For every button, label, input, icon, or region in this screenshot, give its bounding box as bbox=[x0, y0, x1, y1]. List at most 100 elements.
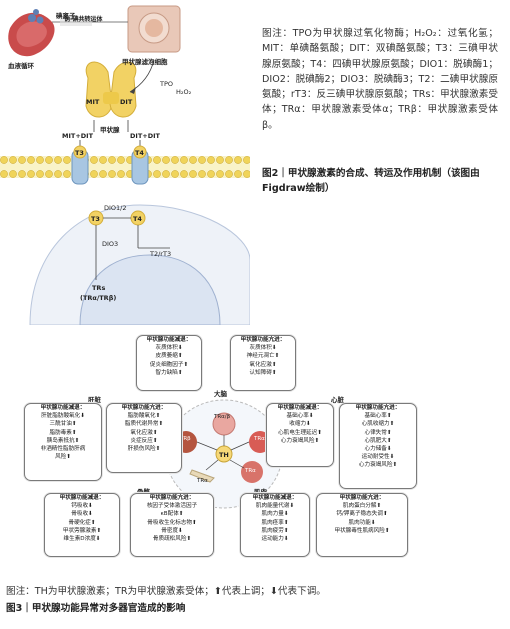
box-line: 脂肪毒素⬆ bbox=[49, 429, 77, 436]
membrane-bead bbox=[0, 156, 8, 164]
thyroid-synthesis-diagram bbox=[0, 5, 251, 326]
figure-2-caption: 图2｜甲状腺激素的合成、转运及作用机制（该图由Figdraw绘制） bbox=[262, 168, 480, 194]
membrane-bead bbox=[225, 156, 233, 164]
organ-label-bone: 骨骼 bbox=[137, 488, 150, 496]
membrane-bead bbox=[198, 156, 206, 164]
box-line: 骨吸收生化标志物⬆ bbox=[147, 519, 197, 526]
membrane-bead bbox=[171, 156, 179, 164]
figure-3-caption: 图3｜甲状腺功能异常对多器官造成的影响 bbox=[6, 603, 186, 614]
box-line: 风险⬆ bbox=[55, 454, 71, 461]
box-line: 心力衰竭风险⬆ bbox=[358, 462, 398, 469]
membrane-bead bbox=[225, 170, 233, 178]
t3-top-label: T3 bbox=[75, 149, 84, 157]
membrane-bead bbox=[180, 170, 188, 178]
box-line: 肌肉痉挛⬆ bbox=[261, 519, 289, 526]
membrane-bead bbox=[189, 170, 197, 178]
blood-label: 血液循环 bbox=[8, 62, 34, 70]
box-bone-hypo: 甲状腺功能减退：钙吸收⬇骨吸收⬇骨硬化症⬆甲状旁腺激素⬆维生素D浓度⬇ bbox=[44, 493, 120, 557]
membrane-bead bbox=[198, 170, 206, 178]
box-heading: 甲状腺功能亢进： bbox=[121, 405, 167, 411]
box-line: 核因子受体激活因子 bbox=[146, 503, 198, 510]
membrane-bead bbox=[45, 170, 53, 178]
box-line: 肌肉疲劳⬆ bbox=[261, 527, 289, 534]
box-line: 肌肉能量代谢⬇ bbox=[255, 503, 295, 510]
membrane-bead bbox=[216, 156, 224, 164]
membrane-bead bbox=[171, 170, 179, 178]
box-line: 皮质萎缩⬆ bbox=[155, 353, 183, 360]
membrane-bead bbox=[207, 170, 215, 178]
figure-3-note: 图注：TH为甲状腺激素；TR为甲状腺激素受体；⬆代表上调；⬇代表下调。 bbox=[6, 586, 326, 597]
tra-right-label: TRα bbox=[254, 436, 265, 442]
th-label: TH bbox=[219, 451, 229, 459]
box-heading: 甲状腺功能亢进： bbox=[355, 405, 401, 411]
box-heart-hyper: 甲状腺功能亢进：基础心率⬆心肌收缩力⬆心律失常⬆心肌肥大⬆心力储备⬇运动耐受性⬇… bbox=[339, 403, 417, 489]
tpo-label: TPO bbox=[160, 80, 174, 88]
box-line: 心律失常⬆ bbox=[364, 429, 392, 436]
box-line: 智力缺陷⬆ bbox=[155, 369, 183, 376]
membrane-bead bbox=[9, 156, 17, 164]
box-line: 脂质代谢异常⬆ bbox=[124, 421, 164, 428]
dio3-label: DIO3 bbox=[102, 240, 119, 248]
box-line: 心力衰竭风险⬆ bbox=[280, 437, 320, 444]
box-line: 非酒精性脂肪肝病 bbox=[40, 446, 86, 453]
membrane-bead bbox=[234, 170, 242, 178]
membrane-bead bbox=[153, 156, 161, 164]
organ-label-muscle: 肌肉 bbox=[254, 488, 267, 496]
organ-label-brain: 大脑 bbox=[214, 390, 227, 398]
box-liver-hypo: 甲状腺功能减退：肝脏脂肪酸氧化⬇三酰甘油⬆脂肪毒素⬆胰岛素抵抗⬆非酒精性脂肪肝病… bbox=[24, 403, 102, 481]
figure-3-illustration: 大脑 肝脏 心脏 骨骼 肌肉 TH TRα/β TRβ TRα TRα TRα … bbox=[14, 330, 496, 562]
membrane-bead bbox=[63, 156, 71, 164]
thyroid-label: 甲状腺 bbox=[100, 126, 120, 134]
box-line: 心肌收缩力⬆ bbox=[361, 421, 395, 428]
box-heading: 甲状腺功能减退： bbox=[277, 405, 323, 411]
membrane-bead bbox=[90, 156, 98, 164]
membrane-bead bbox=[54, 170, 62, 178]
membrane-bead bbox=[243, 156, 251, 164]
membrane-bead bbox=[153, 170, 161, 178]
t4-in-label: T4 bbox=[133, 215, 142, 223]
h2o2-label: H₂O₂ bbox=[176, 88, 192, 96]
box-line: 促炎细胞因子⬆ bbox=[149, 361, 189, 368]
box-heading: 甲状腺功能减退： bbox=[59, 495, 105, 501]
box-line: 钙/钾离子稳态失调⬆ bbox=[336, 511, 388, 518]
membrane-bead bbox=[45, 156, 53, 164]
box-line: 骨硬化症⬆ bbox=[68, 519, 96, 526]
trs-label: TRs bbox=[92, 284, 106, 292]
membrane-bead bbox=[234, 156, 242, 164]
box-line: 肌肉力量⬇ bbox=[261, 511, 289, 518]
box-line: 氧化应激⬆ bbox=[249, 361, 277, 368]
organ-label-liver: 肝脏 bbox=[88, 396, 101, 404]
trs-sub-label: (TRα/TRβ) bbox=[80, 294, 117, 302]
membrane-bead bbox=[63, 170, 71, 178]
box-muscle-hypo: 甲状腺功能减退：肌肉能量代谢⬇肌肉力量⬇肌肉痉挛⬆肌肉疲劳⬆运动能力⬇ bbox=[240, 493, 310, 557]
box-line: 心肌电生理延迟⬆ bbox=[278, 429, 322, 436]
membrane-bead bbox=[18, 170, 26, 178]
dit-label: DIT bbox=[120, 98, 133, 106]
tra-b-label: TRα/β bbox=[214, 414, 231, 420]
membrane-bead bbox=[243, 170, 251, 178]
box-line: 钙吸收⬇ bbox=[71, 503, 93, 510]
iodide-label: 碘离子 bbox=[56, 12, 76, 20]
mit-dit-left-label: MIT+DIT bbox=[62, 132, 94, 140]
box-heading: 甲状腺功能减退： bbox=[146, 337, 192, 343]
follicle-label: 甲状腺滤泡细胞 bbox=[122, 58, 168, 66]
transporter-label: 钠-碘共转运体 bbox=[64, 16, 103, 23]
box-line: 基础心率⬇ bbox=[286, 413, 314, 420]
membrane-bead bbox=[108, 156, 116, 164]
box-heading: 甲状腺功能亢进： bbox=[240, 337, 286, 343]
box-line: 炎症反应⬆ bbox=[130, 437, 158, 444]
box-line: 胰岛素抵抗⬆ bbox=[46, 437, 80, 444]
figure-2-note: 图注：TPO为甲状腺过氧化物酶；H₂O₂：过氧化氢；MIT：单碘酪氨酸；DIT：… bbox=[262, 28, 498, 131]
box-heart-hypo: 甲状腺功能减退：基础心率⬇收缩力⬇心肌电生理延迟⬆心力衰竭风险⬆ bbox=[266, 403, 334, 467]
membrane-bead bbox=[9, 170, 17, 178]
trb-label: TRβ bbox=[180, 436, 191, 442]
tra-mid-label: TRα bbox=[245, 468, 256, 474]
box-muscle-hyper: 甲状腺功能亢进：肌肉蛋白分解⬆钙/钾离子稳态失调⬆肌肉功能⬇甲状腺毒性肌病风险⬆ bbox=[316, 493, 408, 557]
box-line: 骨吸收⬇ bbox=[71, 511, 93, 518]
box-line: 灰质体积⬇ bbox=[249, 345, 277, 352]
box-line: 灰质体积⬇ bbox=[155, 345, 183, 352]
box-line: 维生素D浓度⬇ bbox=[63, 536, 101, 543]
membrane-bead bbox=[27, 170, 35, 178]
membrane-bead bbox=[90, 170, 98, 178]
